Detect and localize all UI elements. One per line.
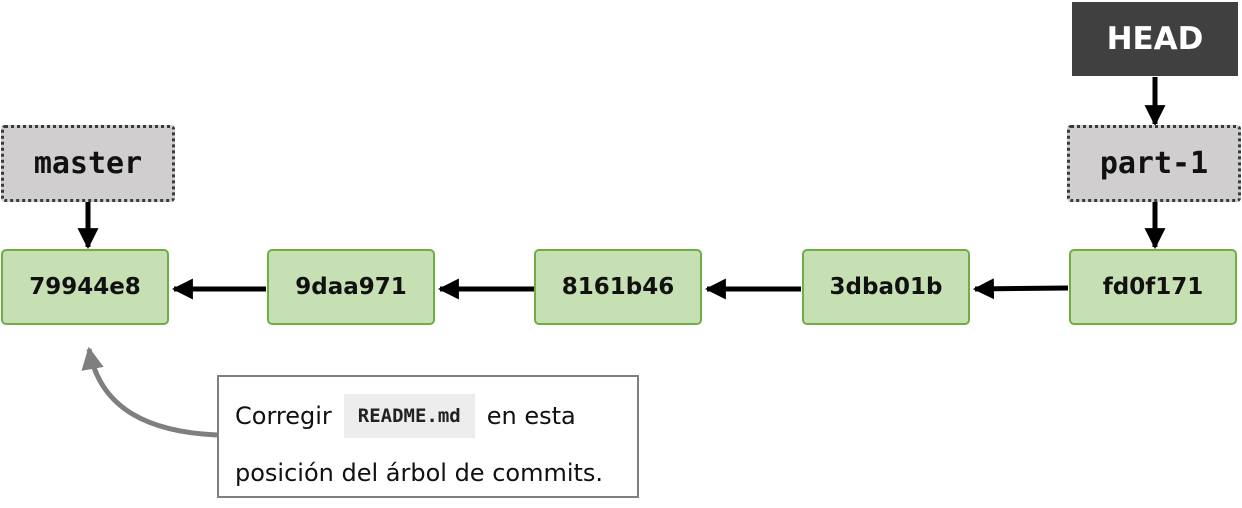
branch-part-1: part-1 bbox=[1067, 125, 1241, 202]
commit-hash: 9daa971 bbox=[295, 274, 407, 300]
commit-node: fd0f171 bbox=[1069, 249, 1237, 325]
commit-hash: 3dba01b bbox=[829, 274, 943, 300]
head-pointer: HEAD bbox=[1072, 2, 1238, 76]
note-text-after: en esta bbox=[486, 402, 576, 430]
note-code-filename: README.md bbox=[343, 394, 475, 438]
annotation-note: Corregir README.md en esta posición del … bbox=[217, 375, 639, 498]
commit-hash: 8161b46 bbox=[561, 274, 675, 300]
head-label: HEAD bbox=[1106, 21, 1204, 57]
note-text-before: Corregir bbox=[235, 402, 332, 430]
commit-node: 3dba01b bbox=[802, 249, 970, 325]
arrow-fd0f171-to-3dba01b bbox=[972, 278, 1069, 300]
commit-hash: 79944e8 bbox=[29, 274, 141, 300]
note-line-2: posición del árbol de commits. bbox=[235, 459, 603, 487]
note-text-line-2: posición del árbol de commits. bbox=[235, 459, 604, 487]
commit-node: 9daa971 bbox=[267, 249, 435, 325]
branch-master-label: master bbox=[33, 146, 143, 181]
note-pointer-arrow bbox=[81, 346, 218, 438]
branch-part-1-label: part-1 bbox=[1099, 146, 1209, 181]
note-line-1: Corregir README.md en esta bbox=[235, 394, 576, 438]
commit-node: 79944e8 bbox=[1, 249, 169, 325]
commit-hash: fd0f171 bbox=[1102, 274, 1204, 300]
commit-node: 8161b46 bbox=[534, 249, 702, 325]
branch-master: master bbox=[1, 125, 175, 202]
